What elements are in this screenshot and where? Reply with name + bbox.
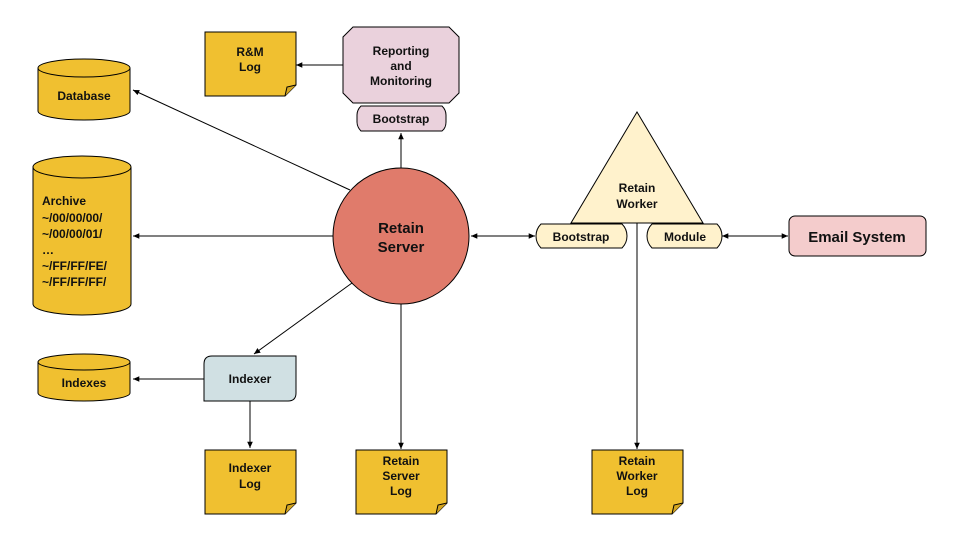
indexes-node: Indexes [37,353,131,402]
retain-worker-triangle [570,111,704,224]
reporting-label-2: and [390,59,411,73]
archive-entry: ~/00/00/01/ [42,227,103,241]
rm-log-note-fold [284,84,297,97]
indexer-log-label-2: Log [239,477,261,491]
archive-cylinder-top [32,155,132,179]
worker-bootstrap-shape [535,223,628,249]
reporting-label-1: Reporting [373,44,430,58]
indexer-shape [203,355,297,402]
database-node: Database [37,58,131,121]
retain-server-circle [332,167,470,305]
email-system-node: Email System [788,215,927,257]
archive-entry: ~/FF/FF/FF/ [42,275,107,289]
database-cylinder-top [37,58,131,78]
retain-worker-label-1: Retain [619,181,656,195]
email-system-box [788,215,927,257]
archive-entry: … [42,243,54,257]
rm-log-node: R&M Log [204,31,297,97]
retain-server-node: Retain Server [332,167,470,305]
database-label: Database [57,89,111,103]
worker-log-label-2: Worker [616,469,657,483]
server-log-note-fold [435,502,448,515]
archive-cylinder-body [32,167,132,316]
edge-server-to-indexer [253,282,353,355]
reporting-label-3: Monitoring [370,74,432,88]
edges [132,62,788,449]
reporting-bootstrap-shape [356,105,447,132]
worker-module-shape [646,223,723,249]
retain-server-label-1: Retain [378,220,424,237]
indexer-log-note-fold [284,502,297,515]
indexer-label: Indexer [229,372,272,386]
reporting-bootstrap-label: Bootstrap [373,112,430,126]
indexes-label: Indexes [62,376,107,390]
database-cylinder-body [37,68,131,121]
indexer-log-node: Indexer Log [204,449,297,515]
reporting-monitoring-shape [342,26,460,104]
archive-entry: ~/FF/FF/FE/ [42,259,108,273]
rm-log-label-1: R&M [236,45,263,59]
server-log-label-3: Log [390,484,412,498]
indexes-cylinder-top [37,353,131,371]
retain-server-label-2: Server [378,239,425,256]
server-log-node: Retain Server Log [355,449,448,515]
worker-log-note-fold [671,502,684,515]
archive-title: Archive [42,194,86,208]
indexes-cylinder-body [37,362,131,402]
retain-worker-node: Retain Worker Bootstrap Module [535,111,723,249]
worker-log-node: Retain Worker Log [591,449,684,515]
server-log-label-1: Retain [383,454,420,468]
rm-log-label-2: Log [239,60,261,74]
worker-log-label-1: Retain [619,454,656,468]
indexer-node: Indexer [203,355,297,402]
edge-server-to-database [132,89,351,191]
archive-entry: ~/00/00/00/ [42,211,103,225]
worker-log-label-3: Log [626,484,648,498]
archive-node: Archive ~/00/00/00/ ~/00/00/01/ … ~/FF/F… [32,155,132,316]
reporting-node: Reporting and Monitoring Bootstrap [342,26,460,132]
worker-bootstrap-label: Bootstrap [553,230,610,244]
indexer-log-label-1: Indexer [229,461,272,475]
email-system-label: Email System [808,229,906,246]
worker-module-label: Module [664,230,706,244]
server-log-label-2: Server [382,469,420,483]
retain-worker-label-2: Worker [616,197,657,211]
